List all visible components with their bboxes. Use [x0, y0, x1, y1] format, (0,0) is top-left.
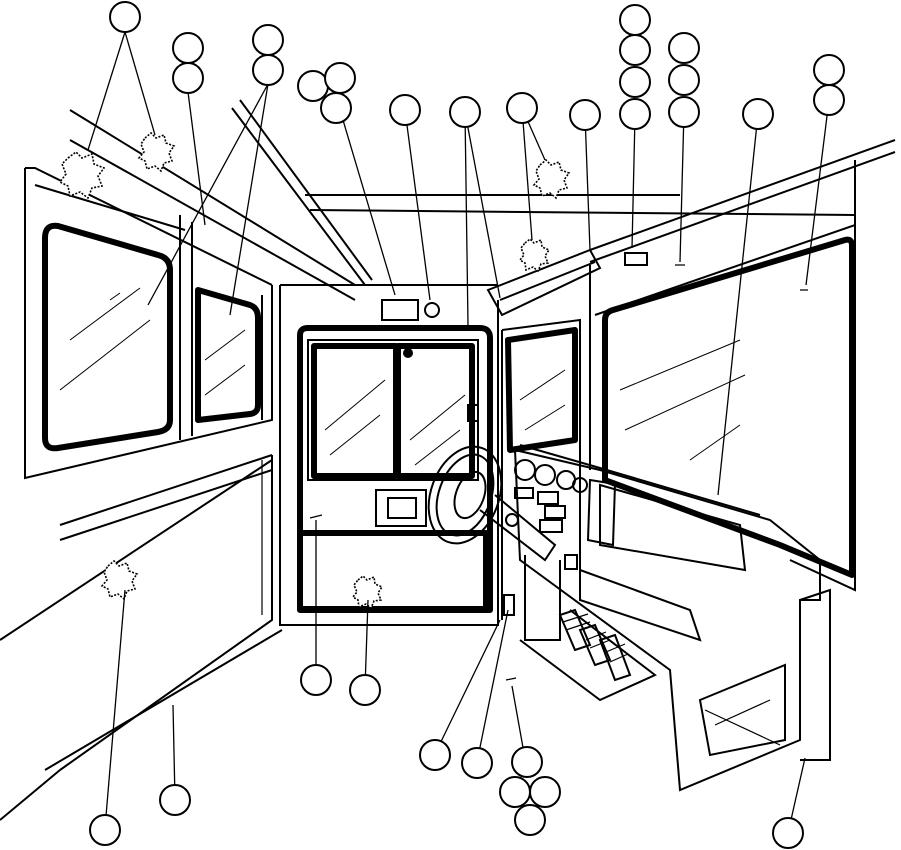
callout-circle — [668, 64, 700, 96]
callout-circle — [499, 776, 531, 808]
callout-circle — [449, 96, 481, 128]
leader-lines — [87, 31, 830, 834]
hazard-marker-icon — [137, 131, 176, 173]
hazard-markers — [58, 131, 571, 610]
callout-circle — [349, 674, 381, 706]
left-wall — [0, 167, 283, 821]
callout-circle — [619, 34, 651, 66]
callout-circle — [320, 92, 352, 124]
callout-circle — [324, 62, 356, 94]
kick-panel — [297, 530, 489, 612]
hazard-marker-icon — [532, 158, 571, 200]
hazard-marker-icon — [100, 559, 139, 601]
callout-circle — [569, 99, 601, 131]
callout-circle — [89, 814, 121, 846]
callout-circle — [668, 32, 700, 64]
callout-circle — [772, 817, 804, 849]
switch — [424, 302, 440, 318]
dome-light — [381, 299, 419, 321]
callout-circle — [159, 784, 191, 816]
callout-circle — [813, 84, 845, 116]
pedals — [503, 594, 657, 702]
left-window-rear — [195, 287, 261, 423]
steering-wheel — [427, 445, 503, 545]
callout-circle — [511, 746, 543, 778]
callout-circle — [252, 24, 284, 56]
callout-circle — [297, 70, 329, 102]
right-window — [602, 236, 855, 578]
callout-circle — [419, 739, 451, 771]
callout-circle — [172, 32, 204, 64]
callout-circle — [252, 54, 284, 86]
callout-circle — [742, 98, 774, 130]
dash-display — [599, 483, 747, 572]
callout-circle — [619, 66, 651, 98]
door-frame — [297, 325, 493, 613]
callouts — [89, 1, 845, 849]
callout-circle — [668, 96, 700, 128]
callout-circle — [813, 54, 845, 86]
callout-circle — [619, 98, 651, 130]
left-window-front — [42, 222, 173, 452]
callout-circle — [389, 94, 421, 126]
right-wall — [589, 223, 856, 592]
right-door-window — [505, 327, 578, 453]
door-latch — [375, 489, 427, 527]
hazard-marker-icon — [518, 237, 551, 273]
door-window-left — [311, 343, 399, 479]
callout-circle — [172, 62, 204, 94]
dashboard — [513, 444, 831, 792]
callout-circle — [109, 1, 141, 33]
callout-circle — [619, 4, 651, 36]
rear-wall — [279, 284, 499, 626]
ceiling — [69, 99, 896, 301]
door-window-right — [395, 343, 475, 479]
sun-visor — [486, 248, 602, 317]
callout-circle — [514, 804, 546, 836]
hazard-marker-icon — [58, 150, 106, 200]
hazard-marker-icon — [351, 574, 384, 610]
right-door — [486, 248, 602, 620]
dash-vent — [698, 663, 786, 757]
callout-circle — [506, 92, 538, 124]
callout-circle — [461, 747, 493, 779]
callout-circle — [300, 664, 332, 696]
callout-circle — [529, 776, 561, 808]
steering — [427, 445, 561, 641]
